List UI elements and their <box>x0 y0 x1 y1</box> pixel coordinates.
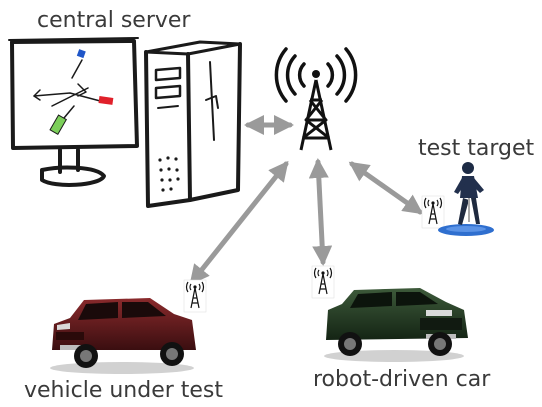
screen-marker-blue <box>76 49 86 59</box>
vehicle-under-test-label: vehicle under test <box>24 378 223 403</box>
radio-tower-icon <box>274 47 358 151</box>
vehicle-under-test-car <box>50 298 196 374</box>
suv-car-icon <box>324 288 468 362</box>
test-target-label: test target <box>418 136 535 161</box>
arrow-tower-robot-car <box>308 158 333 266</box>
computer-tower-icon <box>144 40 242 208</box>
antenna-icon <box>421 195 445 229</box>
robot-driven-car <box>324 288 468 362</box>
screen-marker-red <box>98 96 114 105</box>
central-server-label: central server <box>37 8 191 33</box>
suv-car-icon <box>50 298 196 374</box>
screen-marker-green <box>49 114 68 135</box>
robot-driven-car-label: robot-driven car <box>313 367 491 392</box>
antenna-icon <box>183 279 207 313</box>
pedestrian-dummy-icon <box>438 162 494 236</box>
connection-arrows <box>189 115 424 286</box>
antenna-icon <box>311 265 335 299</box>
computer-vent-dots <box>158 156 180 192</box>
monitor-icon <box>8 37 139 187</box>
arrow-tower-target <box>348 161 424 215</box>
arrow-tower-vehicle <box>189 160 289 286</box>
